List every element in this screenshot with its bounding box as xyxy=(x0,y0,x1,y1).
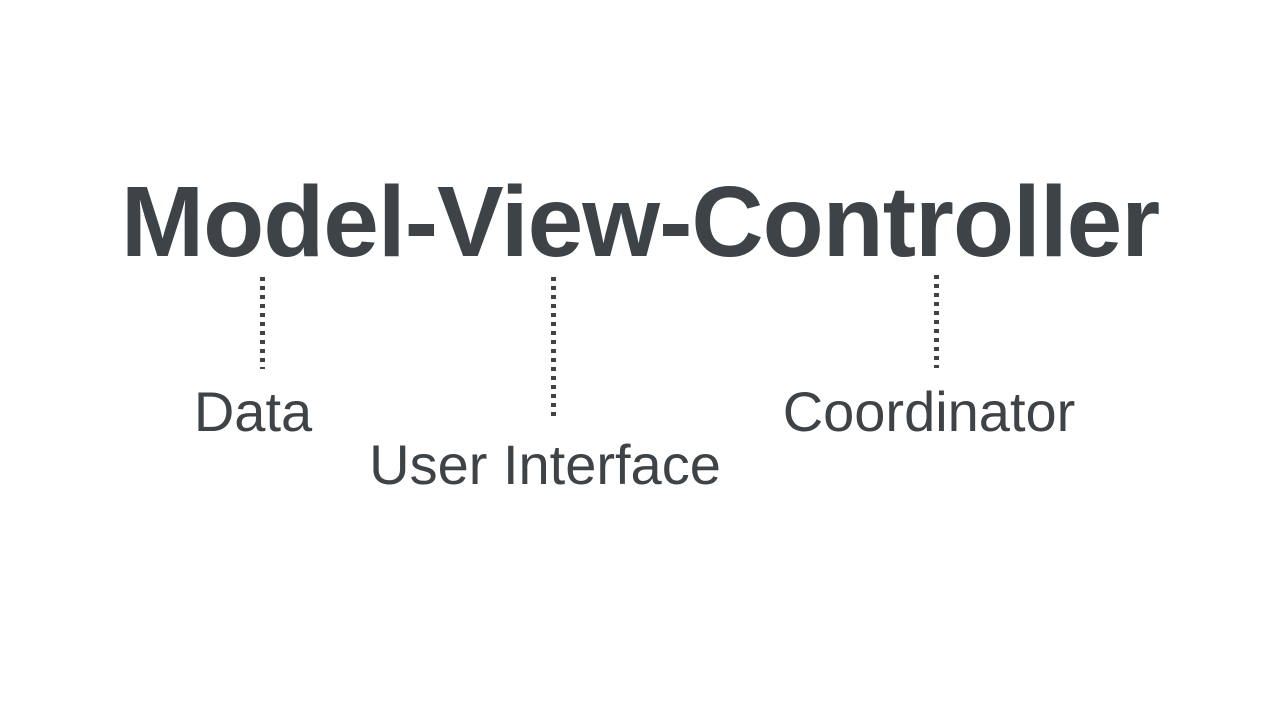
label-controller-coordinator: Coordinator xyxy=(782,380,1076,443)
dotted-connector-model xyxy=(260,277,265,369)
diagram-title: Model-View-Controller xyxy=(120,166,1160,278)
label-model-data: Data xyxy=(193,380,313,443)
dotted-connector-controller xyxy=(934,275,939,368)
dotted-connector-view xyxy=(551,277,556,419)
label-view-user-interface: User Interface xyxy=(369,433,721,496)
